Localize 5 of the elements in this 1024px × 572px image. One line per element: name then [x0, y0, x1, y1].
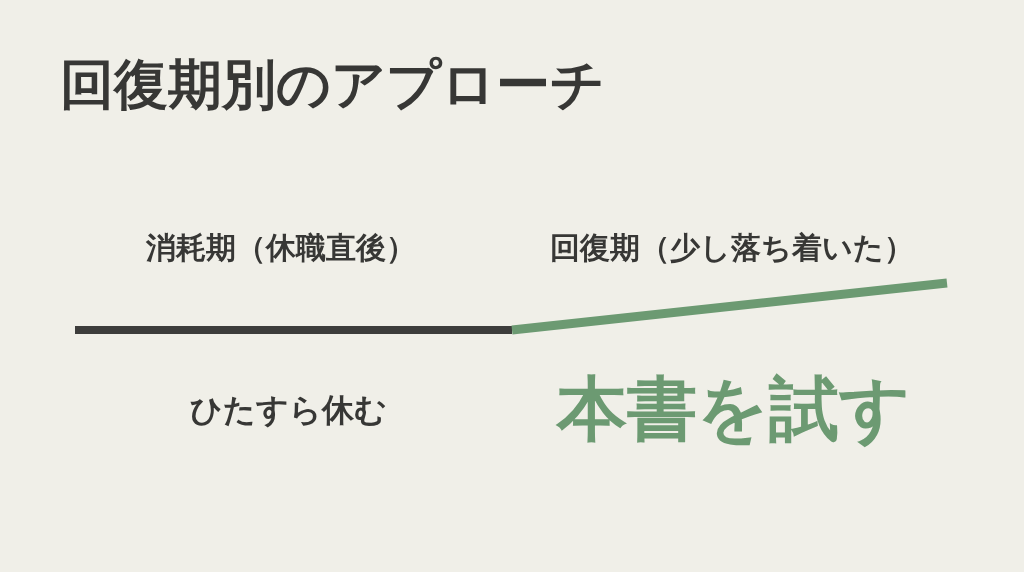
title: 回復期別のアプローチ	[60, 54, 605, 117]
action-text: 本書を試す	[557, 369, 911, 450]
phase-label: 回復期（少し落ち着いた）	[550, 231, 914, 266]
action-text: ひたすら休む	[189, 392, 387, 429]
phase-label: 消耗期（休職直後）	[146, 231, 416, 266]
